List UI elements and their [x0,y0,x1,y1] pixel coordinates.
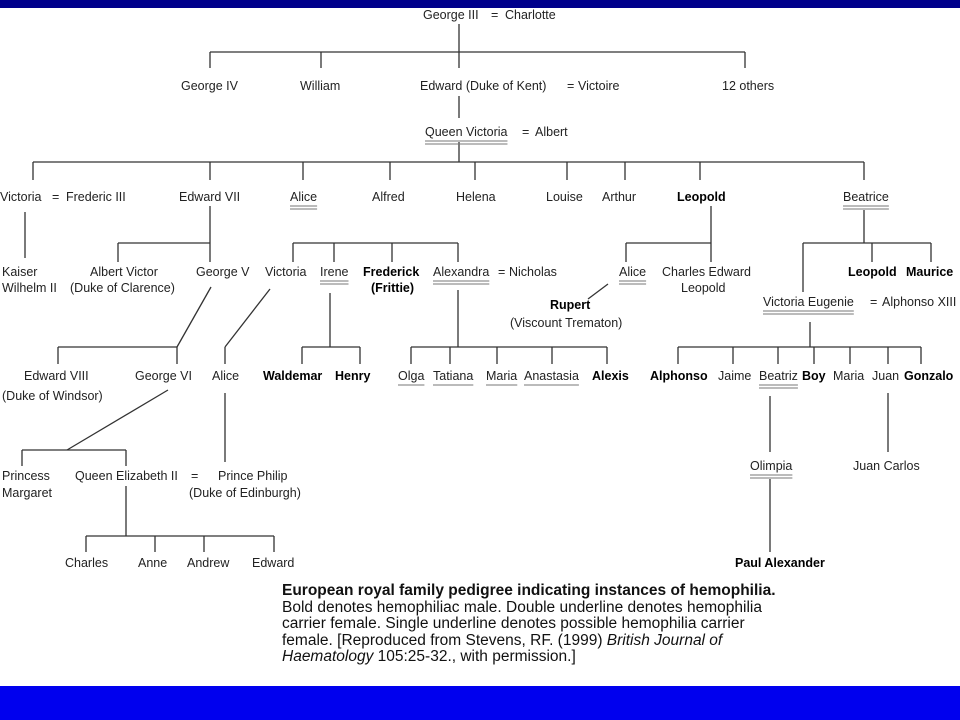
person-nicholas: Nicholas [509,265,557,279]
person-helena: Helena [456,190,496,204]
person-queen-victoria: Queen Victoria [425,125,508,139]
person-beatrice: Beatrice [843,190,889,204]
person-frederick1: Frederick [363,265,419,279]
person-beatriz: Beatriz [759,369,798,383]
person-anastasia: Anastasia [524,369,579,383]
person-leopold-b: Leopold [848,265,897,279]
connector [224,288,271,348]
person-albert-victor2: (Duke of Clarence) [70,281,175,295]
marriage-equals: = [498,265,505,279]
person-arthur: Arthur [602,190,636,204]
person-albert: Albert [535,125,568,139]
person-princess2: Margaret [2,486,53,500]
person-princess1: Princess [2,469,50,483]
person-maurice: Maurice [906,265,953,279]
marriage-equals: = [491,8,498,22]
person-victoria-eugenie: Victoria Eugenie [763,295,854,309]
person-jaime: Jaime [718,369,751,383]
person-edward8-1: Edward VIII [24,369,89,383]
person-alfred: Alfred [372,190,405,204]
bottom-accent-bar [0,686,960,720]
person-maria-s: Maria [833,369,864,383]
person-anne: Anne [138,556,167,570]
person-rupert: Rupert [550,298,591,312]
caption-title: European royal family pedigree indicatin… [282,582,776,599]
connector-lines [21,24,932,552]
caption-journal: British Journal of Haematology [282,631,723,665]
person-edward8-2: (Duke of Windsor) [2,389,103,403]
person-maria-r: Maria [486,369,517,383]
person-alphonso: Alphonso [650,369,708,383]
person-rupert2: (Viscount Trematon) [510,316,622,330]
person-juan-carlos: Juan Carlos [853,459,920,473]
person-george6: George VI [135,369,192,383]
person-leopold: Leopold [677,190,726,204]
marriage-equals: = [870,295,877,309]
person-others12: 12 others [722,79,774,93]
person-juan: Juan [872,369,899,383]
person-charlotte: Charlotte [505,8,556,22]
person-olimpia: Olimpia [750,459,792,473]
marriage-equals: = [567,79,574,93]
marriage-equals: = [522,125,529,139]
person-alice-a: Alice [619,265,646,279]
person-olga: Olga [398,369,424,383]
person-alexandra: Alexandra [433,265,489,279]
person-louise: Louise [546,190,583,204]
person-boy: Boy [802,369,826,383]
person-william: William [300,79,340,93]
person-kaiser1: Kaiser [2,265,37,279]
person-waldemar: Waldemar [263,369,322,383]
person-henry: Henry [335,369,370,383]
caption-tail: 105:25-32., with permission.] [373,648,576,665]
person-charles-edward2: Leopold [681,281,726,295]
person-alice-b: Alice [212,369,239,383]
person-charles-edward1: Charles Edward [662,265,751,279]
person-edward: Edward [252,556,294,570]
person-frederic3: Frederic III [66,190,126,204]
caption-body: Bold denotes hemophiliac male. Double un… [282,598,762,649]
marriage-equals: = [191,469,198,483]
person-elizabeth2: Queen Elizabeth II [75,469,178,483]
person-edward7: Edward VII [179,190,240,204]
person-andrew: Andrew [187,556,230,570]
person-charles: Charles [65,556,108,570]
person-albert-victor1: Albert Victor [90,265,158,279]
figure-caption: European royal family pedigree indicatin… [282,582,782,666]
connector [66,389,169,451]
person-kaiser2: Wilhelm II [2,281,57,295]
person-edward-kent: Edward (Duke of Kent) [420,79,546,93]
person-philip2: (Duke of Edinburgh) [189,486,301,500]
person-victoria-h: Victoria [265,265,307,279]
person-george3: George III [423,8,479,22]
person-alexis: Alexis [592,369,629,383]
marriage-equals: = [52,190,59,204]
person-frederick2: (Frittie) [371,281,414,295]
person-paul-alexander: Paul Alexander [735,556,825,570]
person-tatiana: Tatiana [433,369,473,383]
connector [176,286,212,348]
person-alphonso13: Alphonso XIII [882,295,956,309]
person-victoria-pr: Victoria [0,190,42,204]
carrier-underlines [290,140,889,479]
person-alice: Alice [290,190,317,204]
person-george5: George V [196,265,250,279]
person-philip1: Prince Philip [218,469,288,483]
connector [587,283,609,300]
person-george4: George IV [181,79,239,93]
person-irene: Irene [320,265,349,279]
person-victoire: Victoire [578,79,620,93]
marriage-symbols: = = = = = = = [52,8,877,483]
person-gonzalo: Gonzalo [904,369,954,383]
top-accent-bar [0,0,960,8]
